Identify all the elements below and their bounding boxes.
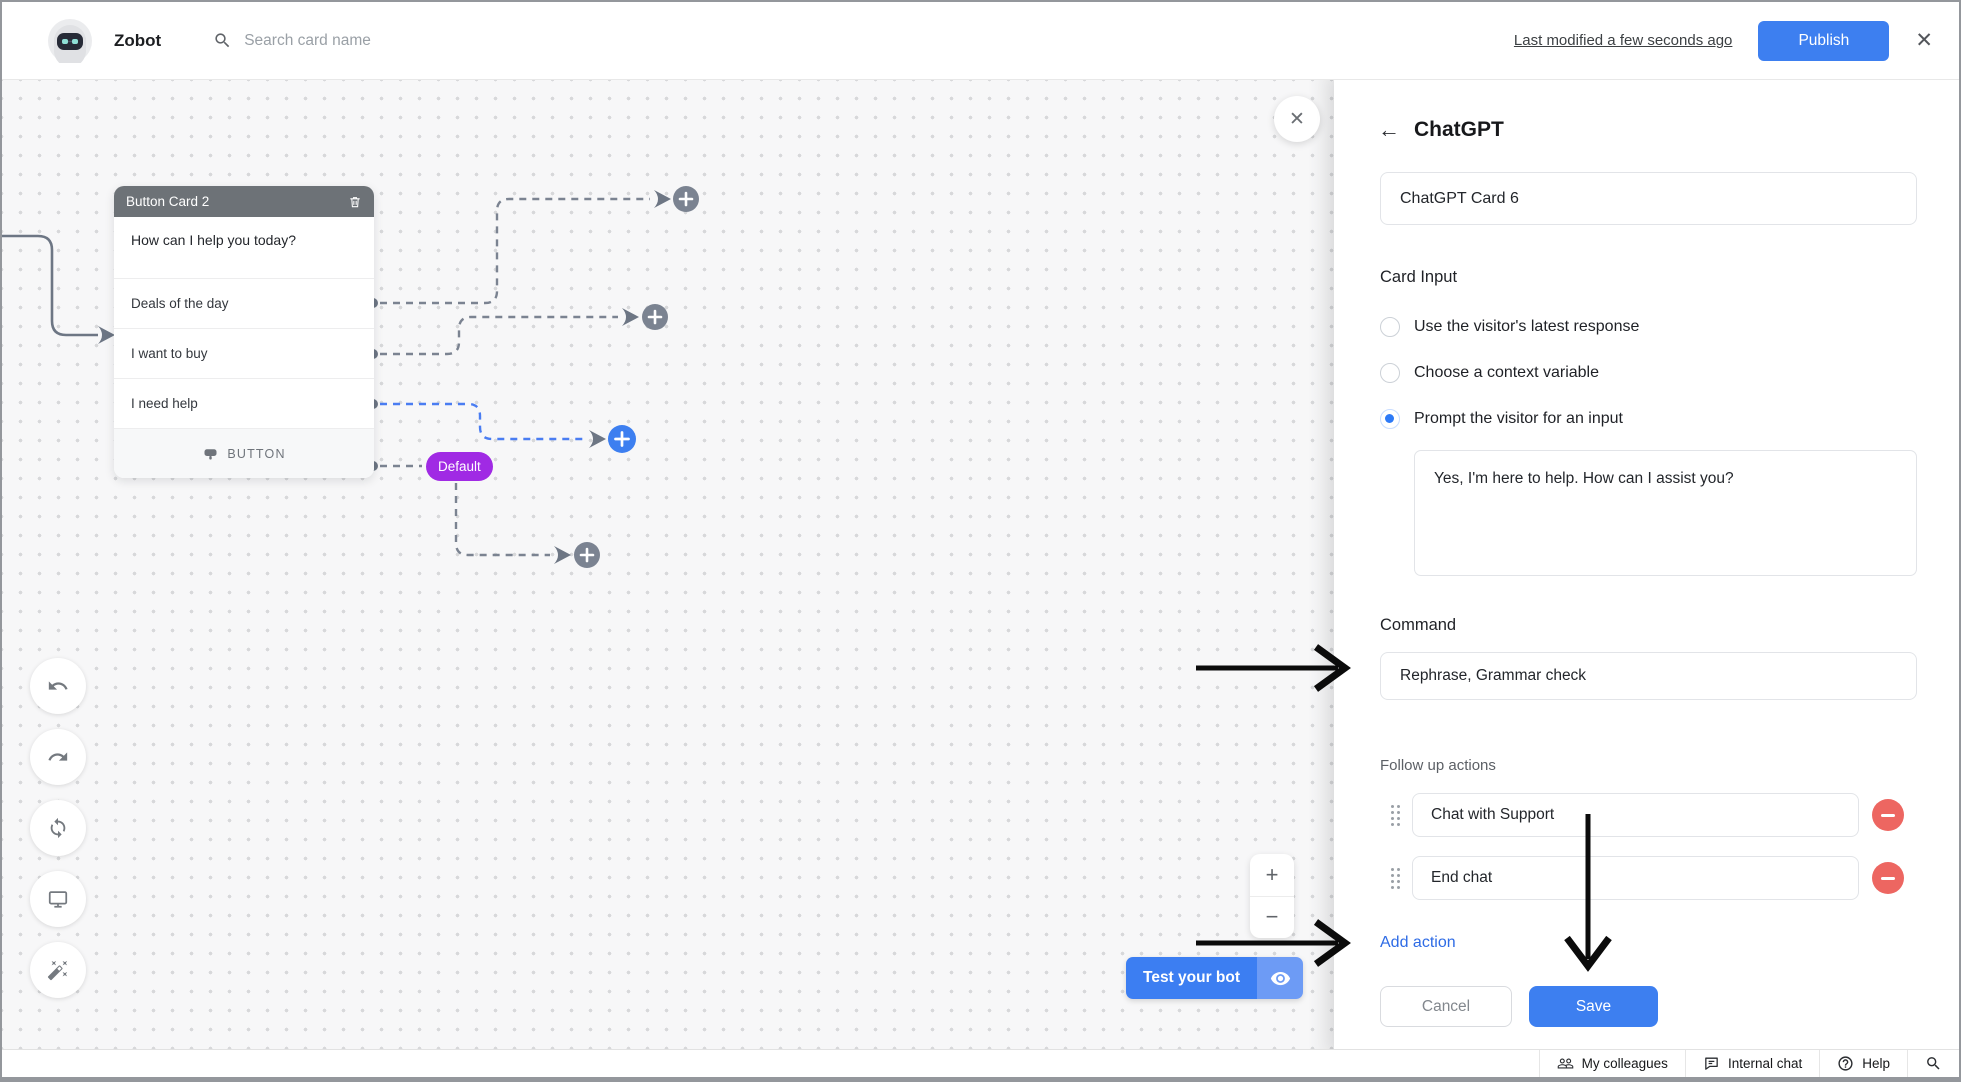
bot-avatar-icon	[48, 18, 92, 63]
test-bot-button[interactable]: Test your bot	[1126, 957, 1304, 999]
remove-action-button[interactable]	[1872, 799, 1904, 831]
undo-icon	[48, 681, 68, 690]
action-input-end-chat[interactable]	[1412, 856, 1859, 900]
add-card-plus-1[interactable]	[673, 186, 699, 212]
card-option-buy[interactable]: I want to buy	[114, 329, 374, 379]
connector-deals	[368, 190, 671, 308]
my-colleagues-button[interactable]: My colleagues	[1538, 1050, 1685, 1077]
app-title: Zobot	[114, 30, 162, 50]
card-message: How can I help you today?	[114, 217, 374, 279]
redo-icon	[48, 752, 68, 761]
help-button[interactable]: Help	[1819, 1050, 1907, 1077]
top-bar: Zobot Last modified a few seconds ago Pu…	[2, 2, 1959, 80]
add-card-plus-2[interactable]	[642, 304, 668, 330]
remove-action-button[interactable]	[1872, 862, 1904, 894]
radio-context-variable[interactable]: Choose a context variable	[1380, 360, 1599, 386]
card-option-deals[interactable]: Deals of the day	[114, 279, 374, 329]
add-card-plus-3[interactable]	[574, 542, 600, 568]
default-branch-badge[interactable]: Default	[426, 452, 493, 481]
card-option-help[interactable]: I need help	[114, 379, 374, 429]
card-title: Button Card 2	[126, 194, 210, 209]
chat-bubble-icon	[1705, 1057, 1718, 1070]
connector-buy	[368, 308, 639, 359]
command-label: Command	[1380, 616, 1457, 634]
preview-eye-section[interactable]	[1257, 957, 1304, 999]
close-icon[interactable]: ✕	[1915, 29, 1933, 52]
redo-button[interactable]	[30, 729, 86, 785]
card-search	[213, 31, 545, 50]
publish-button[interactable]: Publish	[1758, 20, 1890, 61]
search-icon	[1927, 1057, 1940, 1070]
radio-icon[interactable]	[1380, 317, 1400, 337]
canvas-toolbar	[30, 658, 86, 998]
panel-header: ← ChatGPT	[1378, 118, 1504, 142]
card-name-input[interactable]	[1380, 172, 1917, 225]
flow-canvas[interactable]: Button Card 2 How can I help you today? …	[2, 80, 1334, 1049]
magic-wand-icon	[47, 960, 68, 981]
drag-handle-icon[interactable]	[1390, 804, 1401, 827]
preview-button[interactable]	[30, 871, 86, 927]
magic-button[interactable]	[30, 942, 86, 998]
status-bar: My colleagues Internal chat Help	[2, 1049, 1959, 1077]
radio-prompt-visitor[interactable]: Prompt the visitor for an input	[1380, 406, 1623, 432]
followup-action-row	[1380, 793, 1950, 837]
action-input-chat-support[interactable]	[1412, 793, 1859, 837]
search-icon	[215, 33, 230, 48]
status-search-button[interactable]	[1907, 1050, 1959, 1077]
zoom-out-button[interactable]: −	[1250, 897, 1294, 939]
people-icon	[1557, 1058, 1573, 1069]
zoom-control: + −	[1250, 854, 1294, 938]
connector-help-active	[368, 399, 606, 448]
zoom-in-button[interactable]: +	[1250, 854, 1294, 897]
test-bot-label: Test your bot	[1126, 957, 1258, 999]
add-action-link[interactable]: Add action	[1380, 934, 1456, 951]
back-arrow-icon[interactable]: ←	[1378, 117, 1400, 142]
command-input[interactable]	[1380, 652, 1917, 700]
prompt-textarea[interactable]: Yes, I'm here to help. How can I assist …	[1414, 450, 1917, 576]
card-footer-button[interactable]: BUTTON	[114, 429, 374, 478]
card-header[interactable]: Button Card 2	[114, 186, 374, 217]
sync-button[interactable]	[30, 800, 86, 856]
undo-button[interactable]	[30, 658, 86, 714]
help-icon	[1838, 1056, 1853, 1071]
cancel-button[interactable]: Cancel	[1380, 986, 1512, 1027]
save-button[interactable]: Save	[1529, 986, 1658, 1027]
search-input[interactable]	[244, 31, 545, 50]
monitor-icon	[48, 891, 68, 908]
eye-icon	[1270, 971, 1290, 985]
radio-icon[interactable]	[1380, 363, 1400, 383]
followup-action-row	[1380, 856, 1950, 900]
button-press-icon	[204, 449, 217, 460]
incoming-connector	[2, 234, 115, 344]
last-modified-link[interactable]: Last modified a few seconds ago	[1513, 32, 1733, 49]
close-icon: ✕	[1289, 108, 1305, 130]
radio-icon[interactable]	[1380, 409, 1400, 429]
card-footer-label: BUTTON	[227, 446, 286, 461]
followup-label: Follow up actions	[1380, 757, 1496, 774]
card-settings-panel: ← ChatGPT Card Input Use the visitor's l…	[1334, 80, 1959, 1049]
add-card-plus-active[interactable]	[608, 425, 636, 453]
internal-chat-button[interactable]: Internal chat	[1684, 1050, 1819, 1077]
minus-icon	[1881, 813, 1895, 817]
panel-title: ChatGPT	[1414, 118, 1504, 141]
radio-latest-response[interactable]: Use the visitor's latest response	[1380, 314, 1639, 340]
trash-icon[interactable]	[348, 195, 362, 209]
drag-handle-icon[interactable]	[1390, 867, 1401, 890]
button-card[interactable]: Button Card 2 How can I help you today? …	[114, 186, 374, 478]
minus-icon	[1881, 876, 1895, 880]
card-input-label: Card Input	[1380, 268, 1458, 286]
sync-icon	[50, 817, 66, 839]
canvas-close-button[interactable]: ✕	[1274, 96, 1320, 142]
